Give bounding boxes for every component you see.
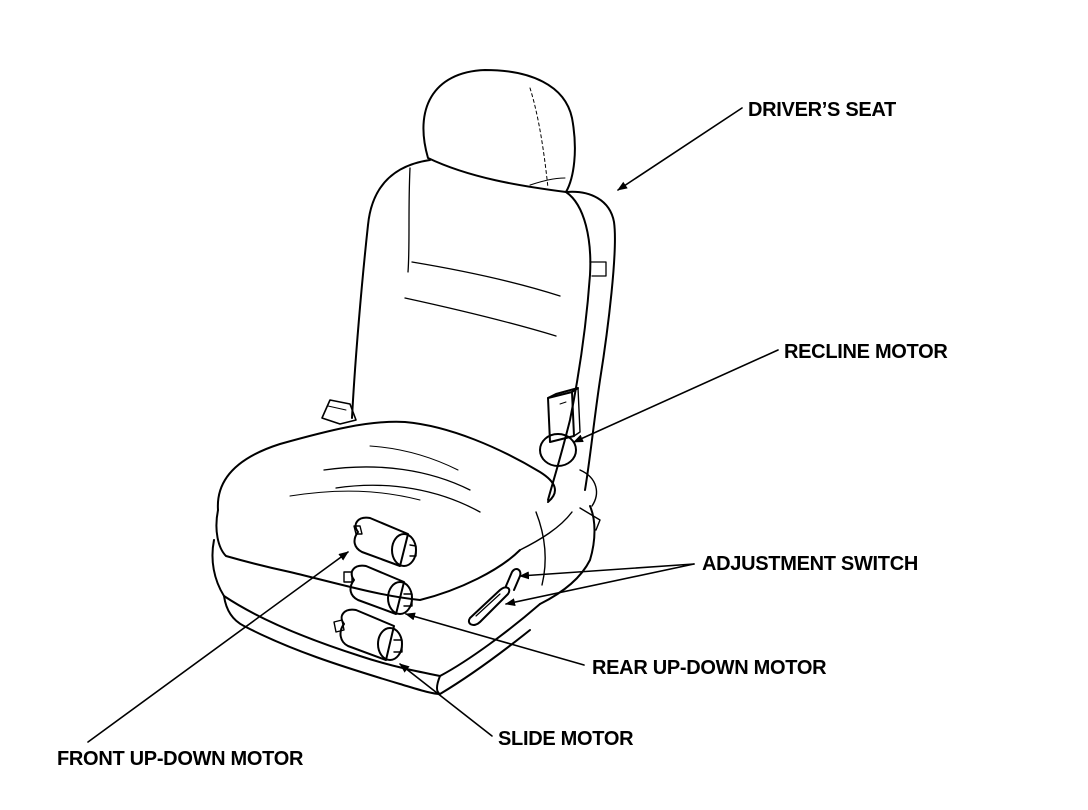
recline-motor-label: RECLINE MOTOR bbox=[784, 341, 948, 363]
rear-up-down-motor-label: REAR UP-DOWN MOTOR bbox=[592, 657, 827, 679]
seat-back bbox=[351, 159, 616, 501]
slide-motor bbox=[333, 608, 403, 661]
arrow-recline-motor bbox=[573, 349, 779, 443]
front-up-down-motor bbox=[353, 516, 417, 567]
arrow-front-up-down-motor bbox=[87, 551, 349, 743]
seat-base bbox=[211, 469, 601, 695]
seat-cushion bbox=[215, 420, 556, 601]
leader-lines bbox=[87, 107, 779, 743]
slide-motor-label: SLIDE MOTOR bbox=[498, 728, 634, 750]
drivers-seat-label: DRIVER’S SEAT bbox=[748, 99, 896, 121]
arrow-adjustment-switch-1 bbox=[519, 563, 695, 580]
arrow-adjustment-switch-2 bbox=[505, 563, 695, 607]
adjustment-switch bbox=[468, 568, 522, 626]
arrow-rear-up-down-motor bbox=[405, 612, 585, 666]
rear-up-down-motor bbox=[343, 564, 413, 615]
front-up-down-motor-label: FRONT UP-DOWN MOTOR bbox=[57, 748, 304, 770]
side-bracket bbox=[321, 399, 357, 425]
adjustment-switch-label: ADJUSTMENT SWITCH bbox=[702, 553, 919, 575]
arrow-drivers-seat bbox=[617, 107, 743, 191]
headrest bbox=[422, 69, 576, 193]
arrow-slide-motor bbox=[399, 663, 493, 737]
